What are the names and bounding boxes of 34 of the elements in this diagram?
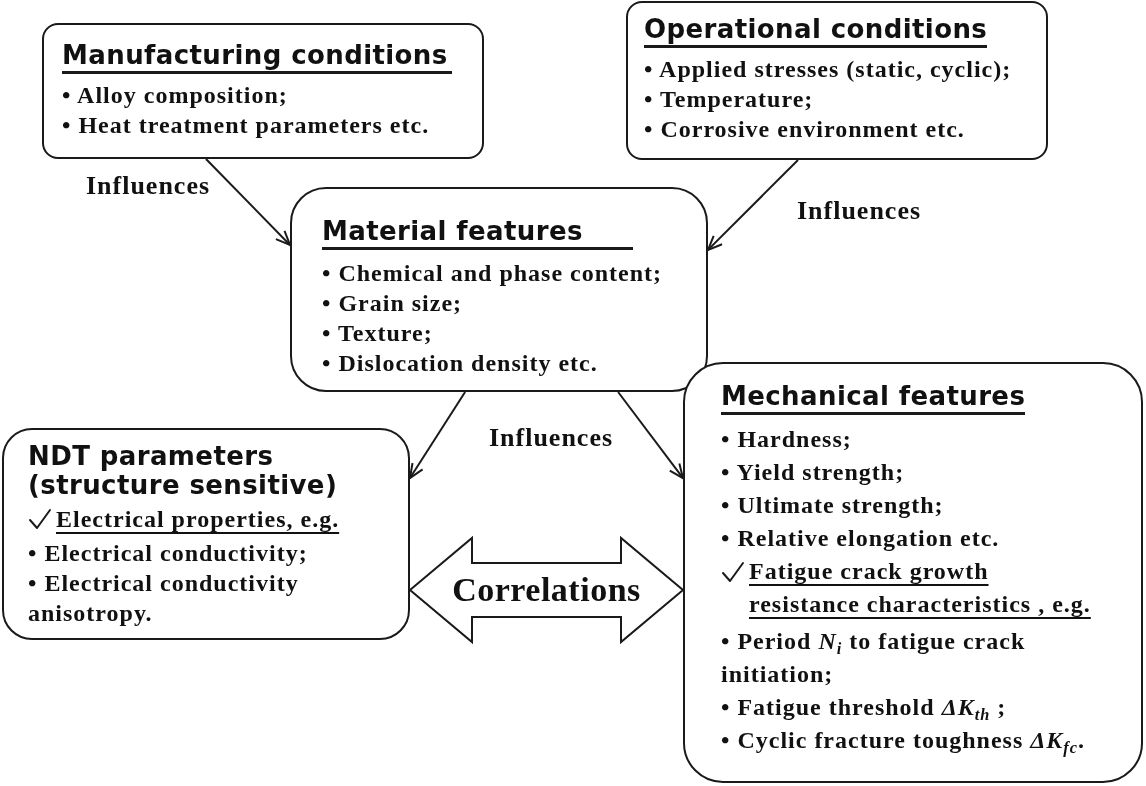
bullet-item: • Cyclic fracture toughness ΔK$_{fc}$. [721,726,1085,757]
bullet-item: • Ultimate strength; [721,491,944,520]
info-box [626,1,1048,160]
bullet-item: • Electrical conductivity anisotropy. [28,569,300,628]
bullet-item: • Applied stresses (static, cyclic); [644,55,1012,84]
arrow [205,158,291,246]
box-heading: Operational conditions [644,13,988,48]
box-heading: NDT parameters (structure sensitive) [28,442,339,500]
info-box [42,23,484,159]
bullet-item: • Electrical conductivity; [28,539,308,568]
subheading: Fatigue crack growth resistance characteristics , e.g. [749,557,1092,619]
bullet-item: • Fatigue threshold ΔK$_{th}$ ; [721,693,1007,724]
bullet-item: • Dislocation density etc. [322,349,598,378]
bullet-item: • Relative elongation etc. [721,524,1000,553]
arrow [409,391,467,479]
bullet-item: • Yield strength; [721,458,905,487]
subheading: Electrical properties, e.g. [56,505,340,534]
box-heading: Material features [322,215,633,250]
bullet-item: • Hardness; [721,425,852,454]
bullet-item: • Temperature; [644,85,814,114]
bullet-item: • Period N$_{i}$ to fatigue crack initiation; [721,627,1027,689]
info-box [683,362,1143,783]
bullet-item: • Texture; [322,319,433,348]
info-box [290,187,708,392]
bullet-item: • Grain size; [322,289,463,318]
bullet-item: • Alloy composition; [62,81,288,110]
box-heading: Manufacturing conditions [62,39,452,74]
info-box [2,428,410,640]
bullet-item: • Corrosive environment etc. [644,115,965,144]
bullet-item: • Heat treatment parameters etc. [62,111,430,140]
arrow [707,159,799,251]
box-heading: Mechanical features [721,380,1026,415]
bullet-item: • Chemical and phase content; [322,259,663,288]
arrow [617,391,684,480]
